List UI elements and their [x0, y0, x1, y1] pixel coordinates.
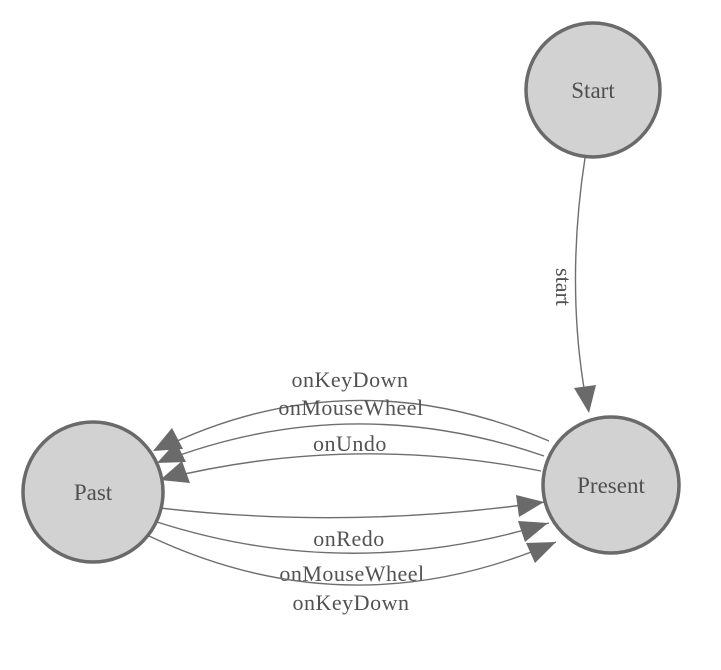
edge-label-onredo: onRedo [313, 526, 384, 551]
arrowhead-past-to-present-redo [516, 495, 544, 517]
arrowhead-past-to-present-keydown [526, 542, 556, 563]
edge-past-to-present-keydown [148, 535, 557, 586]
edge-label-onkeydown-bottom: onKeyDown [293, 590, 410, 615]
edge-label-onkeydown-top: onKeyDown [292, 367, 409, 392]
edge-label-onmousewheel-top: onMouseWheel [278, 395, 423, 420]
state-node-start[interactable]: Start [524, 21, 662, 159]
arrowhead-present-to-past-mousewheel [157, 442, 186, 463]
state-node-past[interactable]: Past [21, 420, 165, 564]
edge-start-to-present [574, 157, 586, 389]
state-node-present-label: Present [577, 473, 645, 498]
arrowhead-start-to-present [574, 385, 596, 413]
state-node-present-circle[interactable] [541, 415, 681, 555]
arrowhead-past-to-present-mousewheel [518, 521, 548, 542]
edge-past-to-present-mousewheel [156, 521, 550, 554]
state-node-start-circle[interactable] [524, 21, 662, 159]
edge-label-onundo: onUndo [313, 431, 387, 456]
edge-present-to-past-undo [162, 453, 542, 480]
edge-present-to-past-mousewheel [160, 423, 545, 463]
edge-present-to-past-keydown [159, 399, 550, 450]
edge-past-to-present-redo [159, 501, 546, 519]
edge-label-start: start [551, 268, 576, 306]
state-node-past-label: Past [74, 480, 113, 505]
state-node-past-circle[interactable] [21, 420, 165, 564]
state-node-start-label: Start [571, 78, 615, 103]
arrowhead-present-to-past-undo [160, 461, 190, 483]
state-node-present[interactable]: Present [541, 415, 681, 555]
